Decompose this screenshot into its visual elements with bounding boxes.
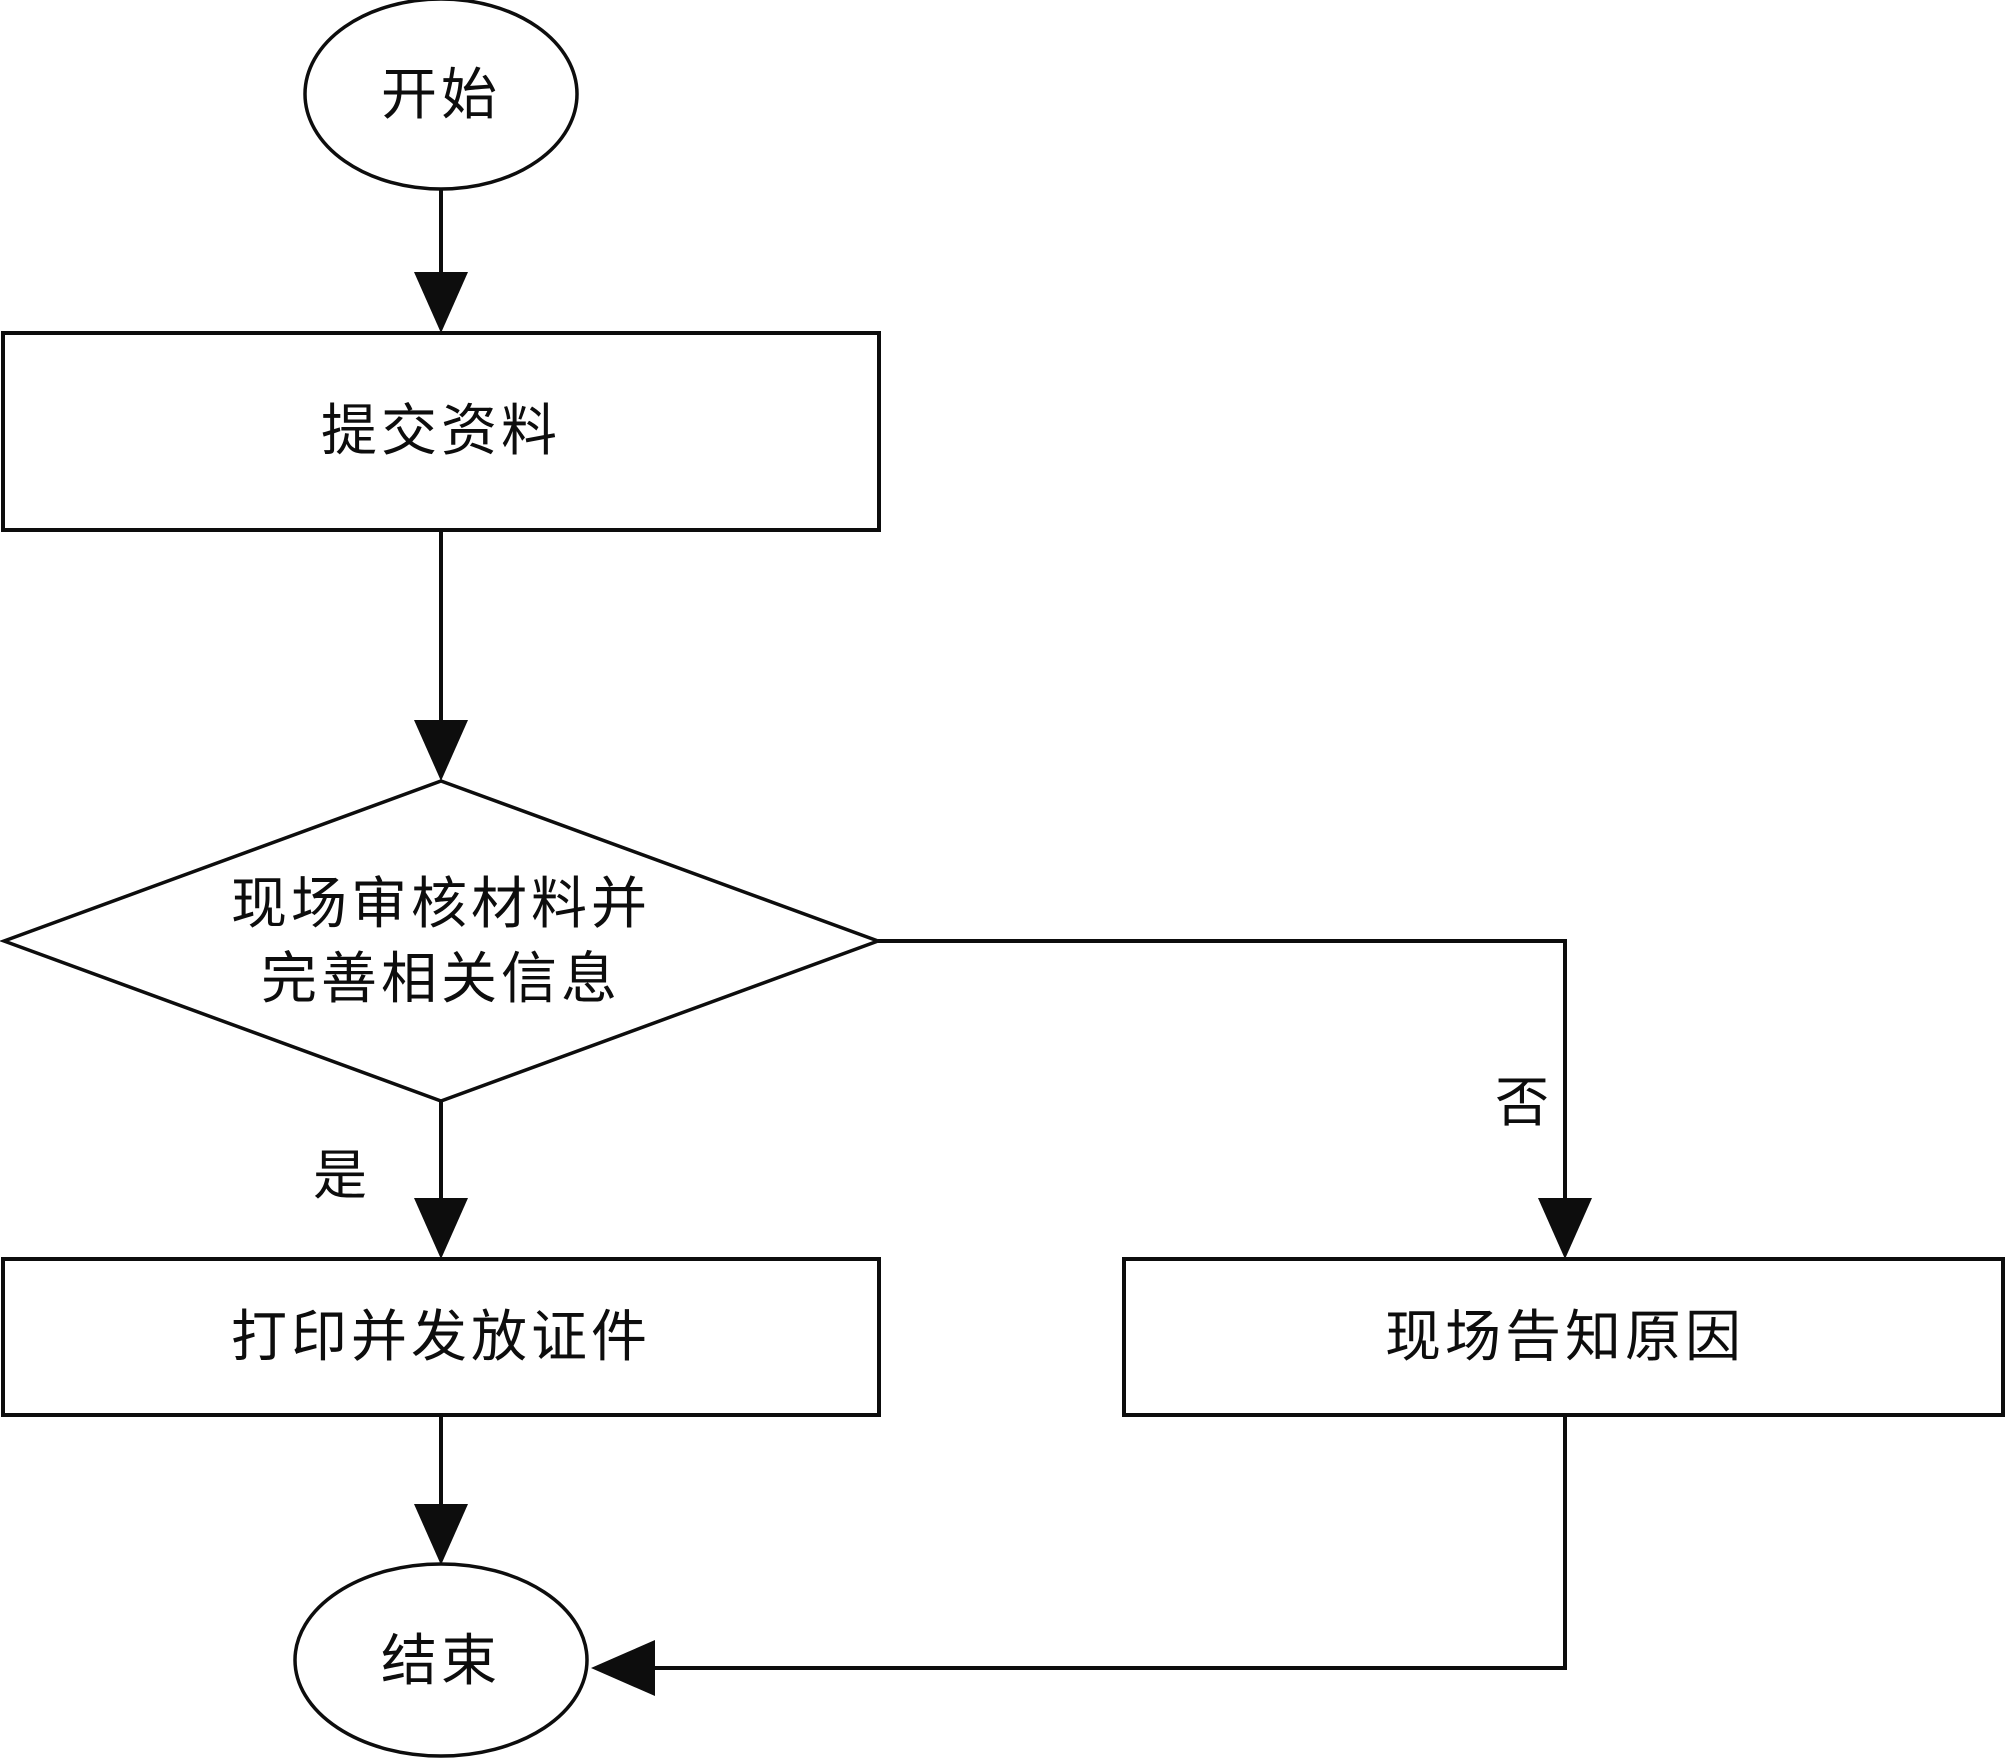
edge-label-yes: 是	[313, 1146, 367, 1206]
inform-rect-shape	[1122, 1257, 2005, 1417]
arrow-head-down-icon	[414, 1198, 468, 1259]
review-label-line-2: 完善相关信息	[261, 949, 621, 1011]
arrow-head-down-icon	[414, 720, 468, 781]
edge-review-no-to-inform: 否	[878, 939, 1592, 1259]
print-label: 打印并发放证件	[231, 1307, 651, 1369]
arrow-head-down-icon	[414, 272, 468, 333]
node-submit-materials[interactable]: 提交资料	[1, 331, 881, 532]
review-label-line-1: 现场审核材料并	[231, 874, 651, 936]
edge-start-to-submit	[414, 189, 468, 333]
connector-line	[878, 939, 1567, 1222]
node-print-certificate[interactable]: 打印并发放证件	[1, 1257, 881, 1417]
edge-inform-to-end	[591, 1415, 1567, 1696]
start-ellipse-shape	[303, 0, 579, 191]
arrow-head-down-icon	[414, 1504, 468, 1565]
edge-submit-to-review	[414, 530, 468, 781]
end-ellipse-shape	[293, 1562, 589, 1758]
edge-review-yes-to-print: 是	[313, 1101, 468, 1259]
node-review-decision[interactable]: 现场审核材料并 完善相关信息	[0, 779, 884, 1103]
print-rect-shape	[1, 1257, 881, 1417]
start-label: 开始	[381, 65, 501, 127]
submit-label: 提交资料	[321, 401, 561, 463]
node-end[interactable]: 结束	[293, 1562, 589, 1758]
connector-line	[632, 1415, 1567, 1670]
inform-label: 现场告知原因	[1385, 1307, 1745, 1369]
node-start[interactable]: 开始	[303, 0, 579, 191]
end-label: 结束	[381, 1631, 501, 1693]
node-inform-reason[interactable]: 现场告知原因	[1122, 1257, 2005, 1417]
arrow-head-down-icon	[1538, 1198, 1592, 1259]
review-diamond-shape	[0, 779, 884, 1103]
edge-label-no: 否	[1495, 1073, 1549, 1133]
submit-rect-shape	[1, 331, 881, 532]
edge-print-to-end	[414, 1415, 468, 1565]
arrow-head-left-icon	[591, 1640, 655, 1696]
